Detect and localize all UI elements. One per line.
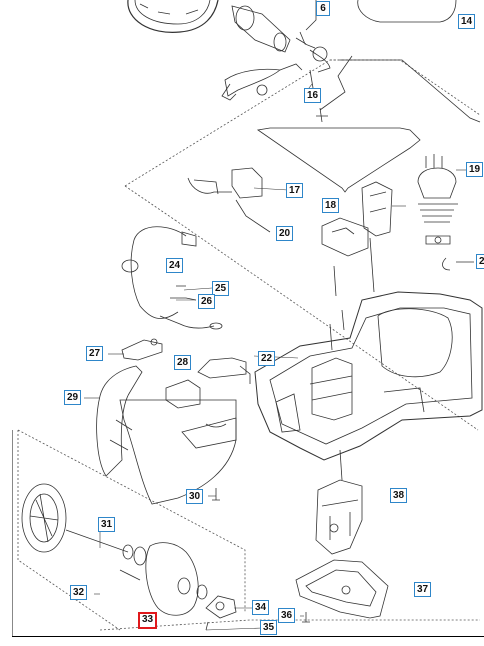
plate-37 <box>295 559 389 619</box>
clip-27 <box>121 338 163 361</box>
callout-part-22[interactable]: 22 <box>258 351 276 366</box>
callout-part-24[interactable]: 24 <box>166 258 184 273</box>
battery-38 <box>315 449 363 555</box>
callout-part-17[interactable]: 17 <box>286 183 304 198</box>
callout-part-28[interactable]: 28 <box>174 355 192 370</box>
drive-wheel-top <box>127 0 219 33</box>
callout-part-6[interactable]: 6 <box>316 1 330 16</box>
callout-part-33-selected[interactable]: 33 <box>138 612 158 629</box>
callout-part-37[interactable]: 37 <box>414 582 432 597</box>
wheel-31 <box>21 483 147 566</box>
callout-part-38[interactable]: 38 <box>390 488 408 503</box>
bracket-34 <box>205 595 237 631</box>
housing-18 <box>321 181 393 257</box>
callout-part-36[interactable]: 36 <box>278 608 296 623</box>
gear-motor-33 <box>119 542 208 616</box>
frame-bottom-line <box>12 636 484 637</box>
callout-part-25[interactable]: 25 <box>212 281 230 296</box>
callout-part-29[interactable]: 29 <box>64 390 82 405</box>
cover-29 <box>96 365 143 477</box>
callout-part-14[interactable]: 14 <box>458 14 476 29</box>
knob-assembly-19 <box>417 154 474 271</box>
callout-part-35[interactable]: 35 <box>260 620 278 635</box>
callout-part-16[interactable]: 16 <box>304 88 322 103</box>
bracket-16 <box>221 63 314 101</box>
callout-part-20[interactable]: 20 <box>276 226 294 241</box>
chassis-22 <box>254 237 483 461</box>
frame-left-line <box>12 430 13 636</box>
switch-17 <box>187 167 271 233</box>
callout-part-18[interactable]: 18 <box>322 198 340 213</box>
callout-part-31[interactable]: 31 <box>98 517 116 532</box>
callout-part-2-partial[interactable]: 2 <box>476 254 484 269</box>
sensor-cable-24 <box>121 226 223 330</box>
callout-part-32[interactable]: 32 <box>70 585 88 600</box>
motor-housing-30 <box>119 399 237 505</box>
callout-part-34[interactable]: 34 <box>252 600 270 615</box>
callout-part-30[interactable]: 30 <box>186 489 204 504</box>
screw-36 <box>302 612 310 623</box>
boundary-wire-14 <box>256 0 481 193</box>
callout-part-26[interactable]: 26 <box>198 294 216 309</box>
callout-part-27[interactable]: 27 <box>86 346 104 361</box>
callout-part-19[interactable]: 19 <box>466 162 484 177</box>
group-boundaries <box>17 59 481 631</box>
motor-assembly-6 <box>231 0 331 73</box>
